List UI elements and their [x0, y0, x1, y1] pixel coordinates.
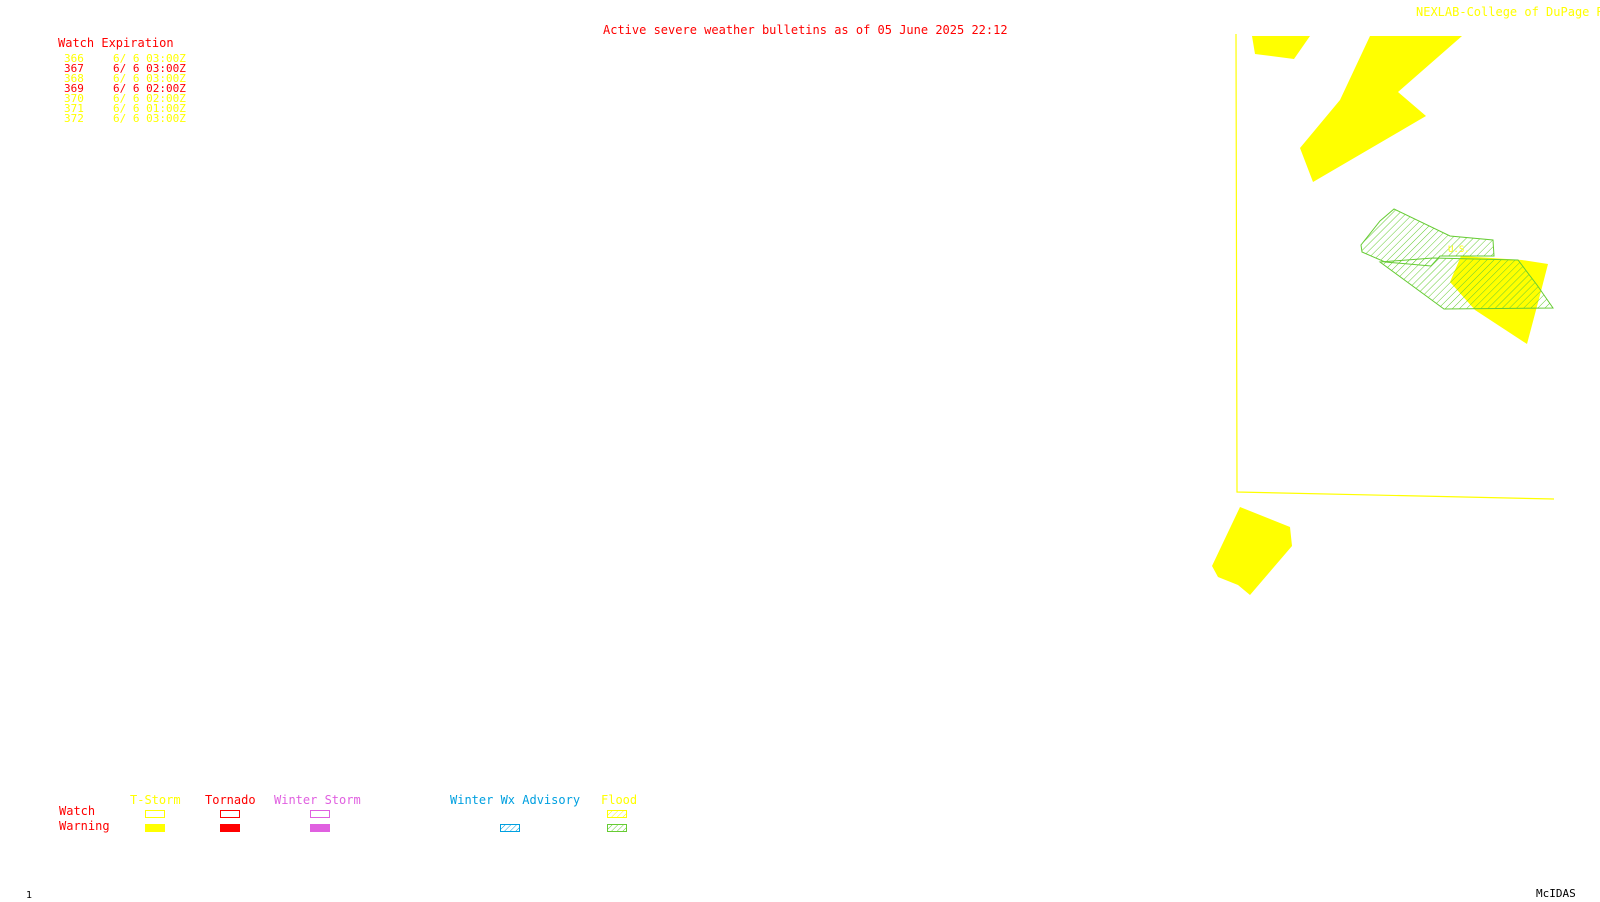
- watch-expiration: 6/ 6 01:00Z: [113, 102, 186, 115]
- frame-number: 1: [26, 890, 33, 901]
- watch-number: 366: [64, 52, 84, 65]
- bulletin-title: Active severe weather bulletins as of 05…: [603, 23, 1008, 37]
- legend-row-watch: Watch: [59, 804, 96, 818]
- legend-swatch-tornado-warning: [220, 824, 240, 832]
- flood-warning-polygon: [1378, 257, 1554, 310]
- legend-swatch-winter-storm-warning: [310, 824, 330, 832]
- legend-label-winter-storm: Winter Storm: [274, 793, 361, 807]
- watch-table-heading: Watch Expiration: [58, 36, 174, 50]
- watch-expiration: 6/ 6 03:00Z: [113, 72, 186, 85]
- watch-number: 369: [64, 82, 84, 95]
- source-credit: NEXLAB-College of DuPage R: [1416, 5, 1600, 19]
- watch-expiration: 6/ 6 02:00Z: [113, 92, 186, 105]
- watch-row: 367 6/ 6 03:00Z: [64, 62, 186, 75]
- watch-expiration: 6/ 6 03:00Z: [113, 62, 186, 75]
- watch-row: 368 6/ 6 03:00Z: [64, 72, 186, 85]
- legend-row-warning: Warning: [59, 819, 110, 833]
- tstorm-warning-polygon: [1300, 36, 1462, 182]
- watch-row: 371 6/ 6 01:00Z: [64, 102, 186, 115]
- legend-swatch-tstorm-watch: [145, 810, 165, 818]
- watch-number: 368: [64, 72, 84, 85]
- watch-expiration: 6/ 6 02:00Z: [113, 82, 186, 95]
- legend-swatch-flood-watch: [607, 810, 627, 818]
- tstorm-warning-polygon: [1252, 36, 1310, 59]
- software-label: McIDAS: [1536, 887, 1576, 900]
- legend-swatch-winter-advisory: [500, 824, 520, 832]
- watch-number: 370: [64, 92, 84, 105]
- watch-row: 372 6/ 6 03:00Z: [64, 112, 186, 125]
- tstorm-warning-polygon: [1212, 507, 1292, 595]
- tstorm-watch-box: [1235, 33, 1555, 500]
- legend-label-winter-advisory: Winter Wx Advisory: [450, 793, 581, 807]
- legend-label-tstorm: T-Storm: [130, 793, 181, 807]
- watch-number: 371: [64, 102, 84, 115]
- watch-expiration: 6/ 6 03:00Z: [113, 112, 186, 125]
- watch-number: 367: [64, 62, 84, 75]
- legend-label-flood: Flood: [601, 793, 638, 807]
- legend-swatch-tstorm-warning: [145, 824, 165, 832]
- legend-swatch-flood-warning: [607, 824, 627, 832]
- legend-swatch-tornado-watch: [220, 810, 240, 818]
- watch-row: 370 6/ 6 02:00Z: [64, 92, 186, 105]
- polygon-label: U.S.: [1448, 245, 1470, 255]
- watch-expiration: 6/ 6 03:00Z: [113, 52, 186, 65]
- watch-number: 372: [64, 112, 84, 125]
- watch-row: 366 6/ 6 03:00Z: [64, 52, 186, 65]
- watch-row: 369 6/ 6 02:00Z: [64, 82, 186, 95]
- legend-label-tornado: Tornado: [205, 793, 256, 807]
- legend-swatch-winter-storm-watch: [310, 810, 330, 818]
